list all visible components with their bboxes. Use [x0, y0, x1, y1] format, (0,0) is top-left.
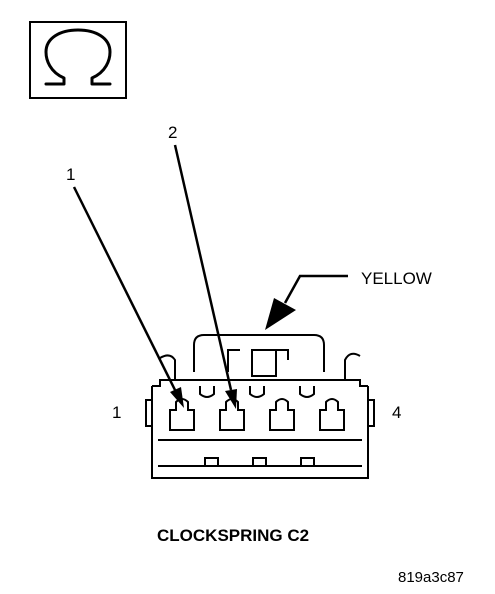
- callout-pin-1-label: 1: [66, 165, 75, 184]
- connector-body: [145, 334, 375, 479]
- wire-color-label: YELLOW: [361, 269, 432, 288]
- pin-cavity-3: [269, 398, 295, 431]
- figure-id: 819a3c87: [398, 569, 464, 586]
- pin-number-right: 4: [392, 403, 401, 422]
- leader-line-pin-1: [72, 186, 184, 408]
- pin-number-left: 1: [112, 403, 121, 422]
- cavity-dividers: [199, 386, 315, 398]
- pin-cavity-2: [219, 398, 245, 431]
- pin-cavity-4: [319, 398, 345, 431]
- callout-pin-2-label: 2: [168, 123, 177, 142]
- pin-cavity-1: [169, 398, 195, 431]
- leader-line-yellow: [265, 274, 348, 330]
- diagram-caption: CLOCKSPRING C2: [157, 526, 309, 545]
- ohm-icon: [29, 21, 127, 99]
